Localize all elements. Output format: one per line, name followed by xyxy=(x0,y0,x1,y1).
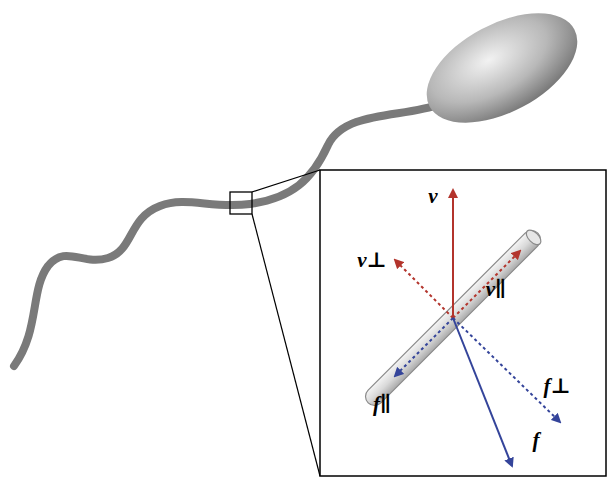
zoom-leader xyxy=(252,170,320,192)
sperm-head xyxy=(409,0,595,145)
vector-label: f⊥ xyxy=(543,376,570,397)
vector-label: v xyxy=(428,186,437,207)
force-perp xyxy=(453,318,560,422)
zoom-leader xyxy=(252,214,320,476)
velocity-vector xyxy=(452,190,454,318)
velocity-perp xyxy=(395,260,453,318)
inset-panel xyxy=(320,170,606,476)
vector-label: f xyxy=(533,430,540,451)
velocity-par xyxy=(453,251,520,318)
zoom-box xyxy=(230,192,252,214)
force-vector xyxy=(453,318,512,466)
vector-label: v∥ xyxy=(486,279,506,300)
force-par xyxy=(395,318,453,376)
vector-label: v⊥ xyxy=(357,250,386,271)
vector-label: f∥ xyxy=(373,394,391,415)
